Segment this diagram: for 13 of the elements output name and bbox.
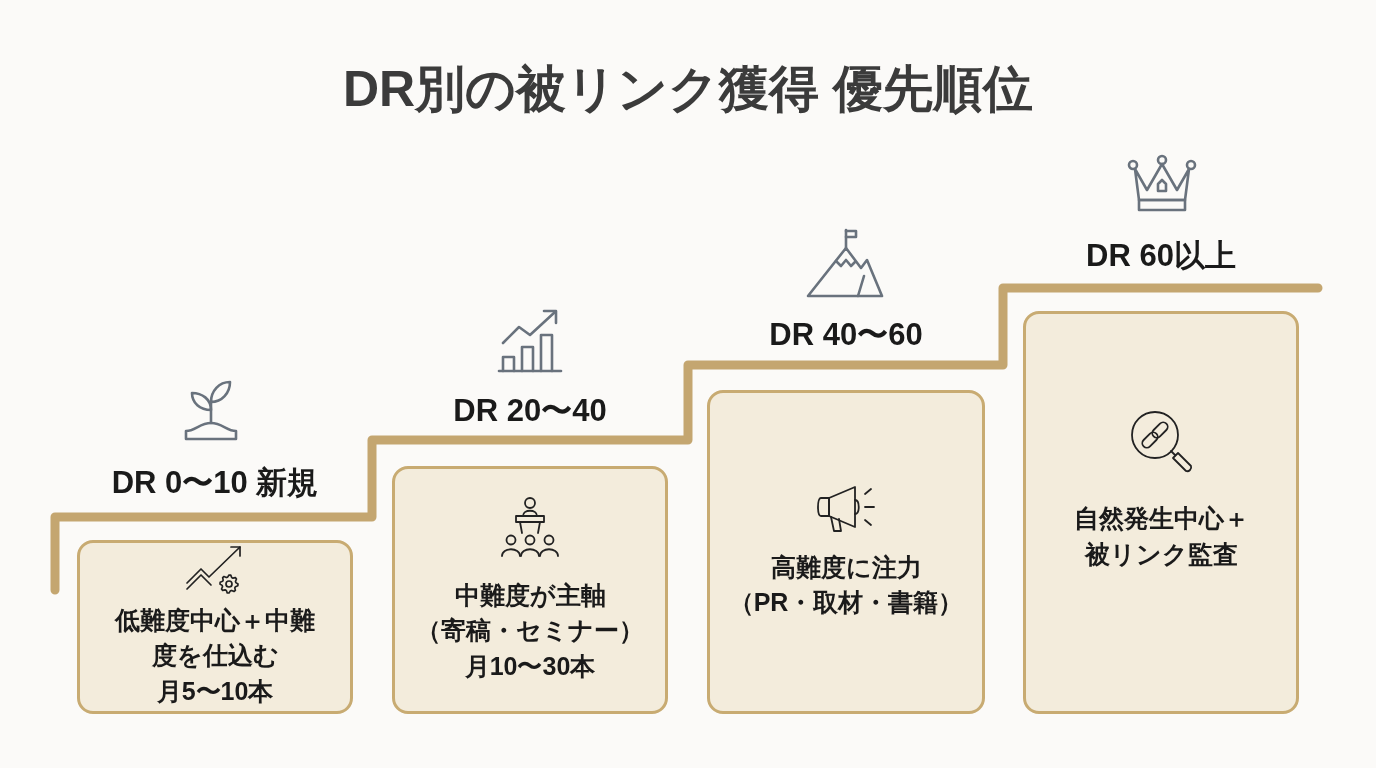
step-description: 低難度中心＋中難度を仕込む bbox=[113, 604, 316, 672]
step-heading: DR 60以上 bbox=[1086, 236, 1236, 274]
step-heading: DR 20〜40 bbox=[453, 391, 607, 429]
step-description: 高難度に注力 bbox=[770, 551, 922, 583]
step-description: （PR・取材・書籍） bbox=[728, 587, 964, 618]
step-description: 中難度が主軸 bbox=[454, 579, 606, 611]
diagram-title: DR別の被リンク獲得 優先順位 bbox=[342, 62, 1034, 117]
step-description: 自然発生中心＋被リンク監査 bbox=[1072, 503, 1250, 570]
step-description: （寄稿・セミナー） bbox=[416, 615, 644, 647]
step-description: 月5〜10本 bbox=[156, 675, 274, 707]
step-heading: DR 0〜10 新規 bbox=[111, 463, 319, 501]
step-description: 月10〜30本 bbox=[464, 650, 596, 682]
step-heading: DR 40〜60 bbox=[769, 315, 923, 353]
